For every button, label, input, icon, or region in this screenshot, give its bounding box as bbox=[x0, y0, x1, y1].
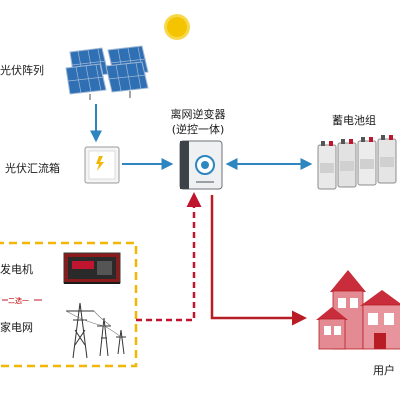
inverter-title: 离网逆变器 bbox=[171, 107, 226, 121]
solar-panel-icon bbox=[65, 45, 149, 100]
pv-array-label: 光伏阵列 bbox=[0, 63, 44, 77]
power-tower-icon bbox=[65, 302, 126, 359]
user-label: 用户 bbox=[373, 363, 395, 377]
backup-sources-box bbox=[0, 241, 138, 368]
generator-label: 发电机 bbox=[0, 262, 33, 276]
generator-icon bbox=[63, 252, 121, 284]
sun-icon bbox=[164, 14, 190, 40]
battery-bank-label: 蓄电池组 bbox=[332, 113, 376, 127]
grid-label: 家电网 bbox=[0, 320, 33, 334]
house-icon bbox=[316, 270, 400, 350]
either-or-label: 二选一 bbox=[8, 296, 29, 305]
inverter-icon bbox=[179, 140, 223, 190]
combiner-box-icon bbox=[84, 146, 120, 184]
combiner-box-label: 光伏汇流箱 bbox=[5, 161, 60, 175]
inverter-to-user-arrow bbox=[210, 195, 307, 326]
battery-icon bbox=[317, 135, 397, 190]
backup-to-inverter-arrow bbox=[136, 192, 202, 322]
inverter-subtitle: (逆控一体) bbox=[172, 122, 225, 136]
